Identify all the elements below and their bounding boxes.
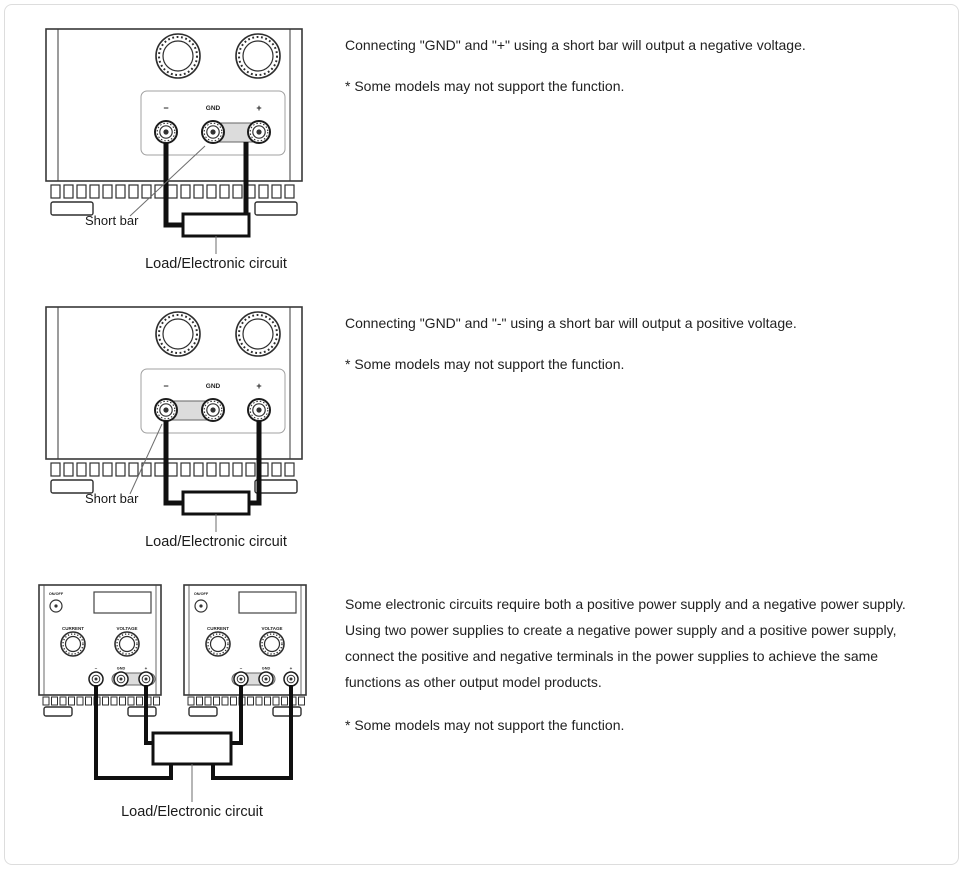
terminal-label-gnd: GND	[206, 105, 221, 112]
terminal-label-positive: +	[256, 381, 261, 391]
terminal-label-negative: −	[163, 103, 168, 113]
terminal-gnd	[258, 671, 274, 687]
terminal-label-gnd: GND	[262, 667, 271, 671]
terminal-label-negative: −	[95, 666, 98, 671]
power-supply-unit-right: ON/OFF CURRENT VOLTAGE − GND +	[183, 584, 307, 717]
power-button-label: ON/OFF	[49, 592, 64, 596]
power-supply-unit: − GND +	[45, 28, 303, 216]
wire-negative-to-load	[163, 143, 183, 228]
current-knob-label: CURRENT	[207, 626, 229, 631]
terminal-label-gnd: GND	[206, 383, 221, 390]
vent-grille	[42, 696, 160, 706]
power-supply-unit-left: ON/OFF CURRENT VOLTAGE − GND +	[38, 584, 162, 717]
foot	[272, 706, 302, 717]
terminal-positive	[247, 120, 271, 144]
terminal-gnd	[113, 671, 129, 687]
terminal-gnd	[201, 398, 225, 422]
text-column: Some electronic circuits require both a …	[343, 583, 934, 735]
power-supply-unit: − GND +	[45, 306, 303, 494]
power-button-label: ON/OFF	[194, 592, 209, 596]
content-card: − GND +	[4, 4, 959, 865]
knob-icon	[60, 631, 86, 657]
terminal-gnd	[201, 120, 225, 144]
foot	[254, 201, 298, 216]
wire-left-negative-to-load	[94, 685, 173, 780]
wire-right-positive-to-load	[211, 685, 293, 780]
foot	[50, 479, 94, 494]
dual-supply-diagram: ON/OFF CURRENT VOLTAGE − GND +	[38, 584, 307, 820]
terminal-label-positive: +	[290, 666, 293, 671]
voltage-knob-label: VOLTAGE	[261, 626, 282, 631]
foot	[50, 201, 94, 216]
section-positive-voltage: − GND +	[31, 303, 934, 553]
terminal-negative	[154, 398, 178, 422]
knob-icon	[235, 311, 281, 357]
negative-voltage-diagram: − GND +	[45, 28, 303, 272]
terminal-positive	[247, 398, 271, 422]
current-knob-label: CURRENT	[62, 626, 84, 631]
section-dual-supply: ON/OFF CURRENT VOLTAGE − GND +	[31, 583, 934, 823]
load-caption: Load/Electronic circuit	[145, 256, 287, 272]
terminal-negative	[233, 671, 249, 687]
terminal-label-positive: +	[256, 103, 261, 113]
terminal-positive	[283, 671, 299, 687]
wire-negative-to-load	[163, 421, 183, 506]
vent-grille	[50, 462, 295, 477]
knob-icon	[205, 631, 231, 657]
foot	[188, 706, 218, 717]
display-screen	[93, 591, 152, 614]
terminal-negative	[88, 671, 104, 687]
section-negative-voltage: − GND +	[31, 25, 934, 275]
text-column: Connecting "GND" and "-" using a short b…	[343, 303, 934, 374]
knob-icon	[259, 631, 285, 657]
figure-positive-voltage: − GND +	[31, 303, 343, 553]
foot	[127, 706, 157, 717]
knob-icon	[155, 33, 201, 79]
terminal-label-gnd: GND	[117, 667, 126, 671]
positive-voltage-diagram: − GND +	[45, 306, 303, 550]
terminal-label-negative: −	[240, 666, 243, 671]
figure-dual-supply: ON/OFF CURRENT VOLTAGE − GND +	[31, 583, 343, 823]
terminal-label-positive: +	[145, 666, 148, 671]
description-text: Connecting "GND" and "+" using a short b…	[345, 37, 806, 53]
vent-grille	[187, 696, 305, 706]
knob-icon	[235, 33, 281, 79]
wire-right-negative-to-load	[231, 685, 243, 745]
voltage-knob-label: VOLTAGE	[116, 626, 137, 631]
short-bar-label: Short bar	[85, 491, 139, 506]
load-box	[181, 212, 251, 238]
terminal-panel	[140, 368, 286, 434]
terminal-label-negative: −	[163, 381, 168, 391]
knob-icon	[114, 631, 140, 657]
foot	[254, 479, 298, 494]
text-column: Connecting "GND" and "+" using a short b…	[343, 25, 934, 96]
terminal-negative	[154, 120, 178, 144]
load-box	[151, 731, 233, 766]
terminal-panel	[140, 90, 286, 156]
display-screen	[238, 591, 297, 614]
short-bar-label: Short bar	[85, 213, 139, 228]
description-text: Some electronic circuits require both a …	[345, 596, 906, 690]
knob-icon	[155, 311, 201, 357]
short-bar-pointer-line	[129, 145, 206, 217]
note-text: * Some models may not support the functi…	[345, 78, 625, 94]
figure-negative-voltage: − GND +	[31, 25, 343, 275]
wire-positive-to-load	[249, 421, 262, 506]
note-text: * Some models may not support the functi…	[345, 717, 625, 733]
note-text: * Some models may not support the functi…	[345, 356, 625, 372]
load-caption: Load/Electronic circuit	[121, 804, 263, 820]
wire-left-positive-to-load	[144, 685, 153, 745]
terminal-positive	[138, 671, 154, 687]
load-caption: Load/Electronic circuit	[145, 534, 287, 550]
foot	[43, 706, 73, 717]
description-text: Connecting "GND" and "-" using a short b…	[345, 315, 797, 331]
short-bar-pointer-line	[129, 423, 163, 495]
load-box	[181, 490, 251, 516]
vent-grille	[50, 184, 295, 199]
